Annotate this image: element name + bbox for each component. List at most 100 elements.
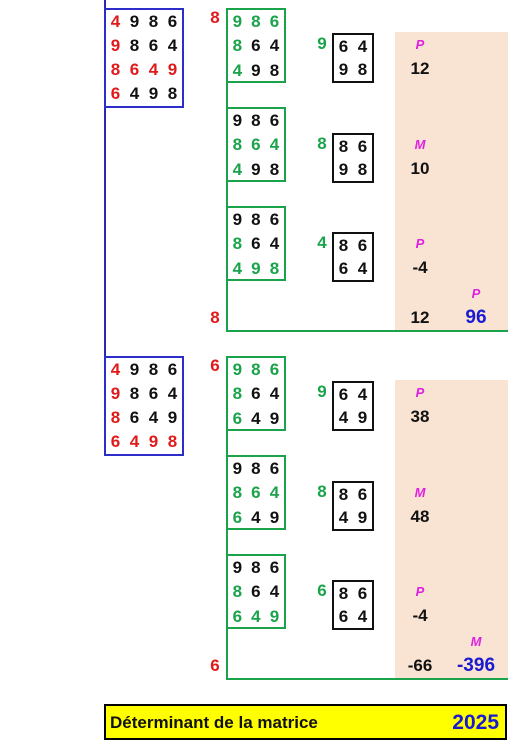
minor-pivot: 9 xyxy=(317,382,327,401)
matrix-cell: 8 xyxy=(232,384,243,404)
matrix-cell: 8 xyxy=(269,159,280,179)
matrix-cell: 9 xyxy=(232,12,243,31)
matrix-cell: 8 xyxy=(357,160,368,179)
sign-label: P xyxy=(415,385,425,400)
determinant-value: 2025 xyxy=(452,711,499,734)
matrix-cell: 4 xyxy=(251,408,261,428)
matrix-cell: 4 xyxy=(269,582,280,602)
sign-label: M xyxy=(414,137,426,152)
matrix-cell: 9 xyxy=(357,408,368,427)
matrix-cell: 6 xyxy=(110,432,121,451)
matrix-cell: 9 xyxy=(338,160,349,179)
matrix-cell: 4 xyxy=(167,36,178,55)
determinant-result-bar: Déterminant de la matrice 2025 xyxy=(104,704,507,740)
matrix-cell: 9 xyxy=(251,60,261,80)
minor-connector-line xyxy=(226,428,228,678)
matrix-cell: 4 xyxy=(269,384,280,404)
minor-value: -4 xyxy=(412,606,428,625)
results-column-background xyxy=(395,380,508,678)
matrix-cell: 6 xyxy=(357,485,368,504)
block-sign-label: M xyxy=(470,634,482,649)
matrix-cell: 4 xyxy=(148,60,159,79)
minor-pivot: 8 xyxy=(317,134,327,153)
matrix-cell: 4 xyxy=(232,159,243,179)
sign-label: M xyxy=(414,485,426,500)
matrix-cell: 8 xyxy=(167,432,178,451)
minor-footer-line xyxy=(226,678,508,680)
matrix-cell: 6 xyxy=(338,259,349,278)
matrix-cell: 4 xyxy=(167,384,178,403)
block-pivot: 8 xyxy=(210,8,220,27)
matrix-cell: 4 xyxy=(269,234,280,254)
matrix-cell: 6 xyxy=(251,483,261,503)
matrix-cell: 6 xyxy=(338,385,349,404)
matrix-cell: 4 xyxy=(357,385,368,404)
matrix-cell: 8 xyxy=(251,360,261,379)
matrix-cell: 4 xyxy=(232,60,243,80)
minor-connector-line xyxy=(226,80,228,330)
matrix-cell: 4 xyxy=(251,606,261,626)
minor-value: 38 xyxy=(410,407,430,426)
determinant-label: Déterminant de la matrice xyxy=(110,713,318,732)
matrix-cell: 8 xyxy=(148,12,159,31)
matrix-cell: 9 xyxy=(232,360,243,379)
matrix-cell: 8 xyxy=(232,135,243,155)
block-product: -396 xyxy=(456,655,496,676)
matrix-cell: 6 xyxy=(338,607,349,626)
matrix-cell: 9 xyxy=(129,360,140,379)
matrix-cell: 4 xyxy=(251,507,261,527)
matrix-cell: 6 xyxy=(269,459,280,478)
matrix-cell: 8 xyxy=(251,558,261,577)
matrix-cell: 9 xyxy=(251,258,261,278)
matrix-cell: 6 xyxy=(357,584,368,603)
matrix-cell: 6 xyxy=(167,12,178,31)
matrix-cell: 6 xyxy=(338,37,349,56)
matrix-cell: 4 xyxy=(357,607,368,626)
block-product: 96 xyxy=(465,307,487,328)
block-sum: -66 xyxy=(407,656,433,675)
matrix-cell: 8 xyxy=(338,485,349,504)
matrix-cell: 6 xyxy=(167,360,178,379)
matrix-cell: 6 xyxy=(251,135,261,155)
matrix-cell: 9 xyxy=(148,84,159,103)
minor-value: -4 xyxy=(412,258,428,277)
matrix-cell: 9 xyxy=(129,12,140,31)
matrix-cell: 4 xyxy=(129,84,140,103)
matrix-cell: 9 xyxy=(357,508,368,527)
minor-pivot: 8 xyxy=(317,482,327,501)
matrix-cell: 8 xyxy=(232,483,243,503)
matrix-cell: 6 xyxy=(251,234,261,254)
matrix-cell: 9 xyxy=(110,384,121,403)
matrix-cell: 6 xyxy=(110,84,121,103)
matrix-cell: 8 xyxy=(232,582,243,602)
minor-value: 48 xyxy=(410,507,430,526)
matrix-cell: 6 xyxy=(129,408,140,427)
matrix-cell: 9 xyxy=(167,60,178,79)
tree-connector-line xyxy=(104,0,106,455)
matrix-cell: 6 xyxy=(232,408,243,428)
matrix-cell: 9 xyxy=(167,408,178,427)
matrix-cell: 6 xyxy=(232,606,243,626)
matrix-cell: 4 xyxy=(338,408,349,427)
minor-pivot: 6 xyxy=(317,581,327,600)
matrix-cell: 9 xyxy=(338,60,349,79)
matrix-cell: 4 xyxy=(110,12,121,31)
minor-value: 12 xyxy=(410,59,430,78)
matrix-cell: 9 xyxy=(148,432,159,451)
matrix-cell: 6 xyxy=(269,360,280,379)
matrix-cell: 8 xyxy=(110,60,121,79)
minor-footer-line xyxy=(226,330,508,332)
matrix-cell: 8 xyxy=(129,36,140,55)
matrix-cell: 6 xyxy=(269,111,280,130)
block-sum: 12 xyxy=(410,308,430,327)
matrix-cell: 6 xyxy=(357,236,368,255)
